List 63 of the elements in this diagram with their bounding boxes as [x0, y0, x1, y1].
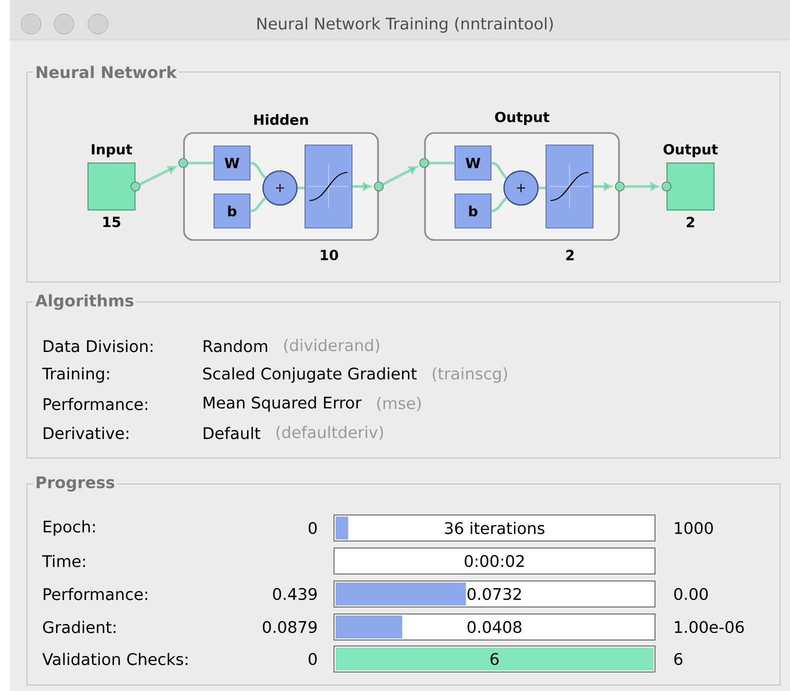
node-label: Output: [495, 112, 550, 126]
arrow: [352, 182, 371, 190]
start-value: 0.0879: [262, 620, 317, 634]
arrow: [624, 182, 658, 190]
end-value: 1000: [674, 522, 713, 534]
arrow: [593, 182, 612, 190]
field-name: Training:: [42, 367, 109, 383]
row-label: Performance:: [44, 588, 148, 600]
node-label: Hidden: [254, 114, 308, 126]
row-label: Gradient:: [43, 620, 116, 634]
node-label: Input: [92, 144, 132, 158]
row-label: Validation Checks:: [42, 652, 188, 666]
arrow: [382, 166, 418, 186]
size-label: 2: [566, 250, 574, 260]
field-name: Performance:: [44, 398, 148, 410]
progress-bar: 36 iterations: [334, 514, 656, 542]
progress-bar: 0.0408: [334, 614, 656, 640]
field-value: Default: [204, 426, 260, 440]
field-name: Derivative:: [44, 426, 128, 440]
connector-line: [250, 197, 266, 212]
size-label: 2: [686, 216, 694, 228]
progress-bar: 6: [334, 646, 656, 672]
function-name: (trainscg): [432, 367, 508, 383]
connector-line: [538, 186, 546, 190]
field-value: Mean Squared Error: [204, 396, 362, 412]
progress-bar: 0:00:02: [334, 548, 656, 574]
row-label: Time:: [42, 554, 85, 568]
end-value: 0.00: [674, 588, 708, 600]
panel-title: Neural Network: [33, 62, 179, 82]
io-box: Input: [88, 144, 136, 210]
progress-bar: 0.0732: [334, 580, 656, 608]
field-value: Random: [204, 340, 268, 352]
row-label: Epoch:: [44, 520, 95, 536]
field-name: Data Division:: [44, 340, 152, 352]
start-value: 0: [308, 652, 317, 666]
weight-box: b: [454, 194, 492, 228]
arrow: [139, 166, 176, 186]
connector-line: [298, 186, 305, 190]
end-value: 1.00e-06: [674, 620, 744, 634]
start-value: 0.439: [273, 588, 317, 600]
function-name: (defaultderiv): [276, 426, 383, 440]
panel-title: Algorithms: [33, 290, 136, 314]
node-label: Output: [664, 144, 718, 158]
end-value: 6: [674, 652, 682, 666]
window-title: Neural Network Training (nntraintool): [257, 17, 553, 33]
size-label: 15: [103, 216, 120, 228]
connector-line: [491, 162, 508, 179]
weight-box: W: [214, 146, 250, 180]
size-label: 10: [320, 250, 338, 260]
connector-line: [419, 158, 455, 168]
weight-box: W: [454, 146, 492, 180]
field-value: Scaled Conjugate Gradient: [203, 367, 417, 383]
connector-line: [178, 158, 214, 168]
function-name: (dividerand): [284, 338, 380, 354]
transfer-function-box: [304, 144, 352, 228]
connector-line: [491, 197, 508, 212]
weight-box: b: [214, 194, 250, 228]
function-name: (mse): [377, 396, 421, 412]
connector-line: [250, 162, 266, 179]
io-box: Output: [664, 144, 718, 210]
start-value: 0: [308, 522, 317, 534]
transfer-function-box: [546, 144, 594, 228]
panel-title: Progress: [33, 473, 118, 495]
